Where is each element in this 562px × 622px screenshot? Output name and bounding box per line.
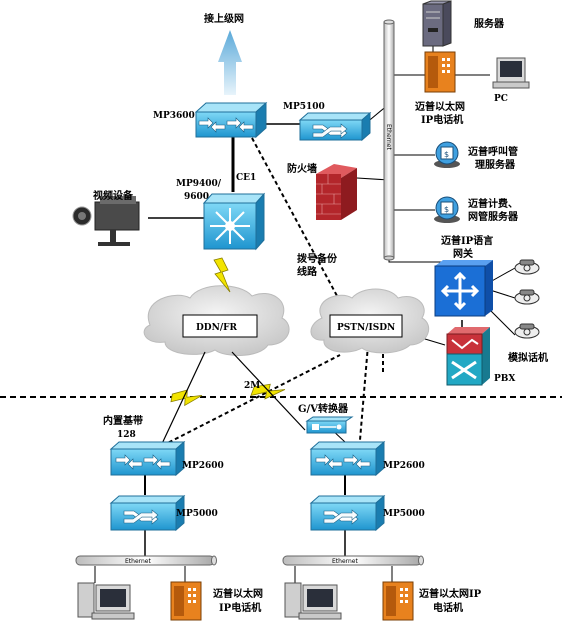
pstn-isdn-label: PSTN/ISDN bbox=[337, 323, 395, 333]
ip-phone-top-label-1: 迈普以太网 bbox=[415, 100, 465, 113]
mp5000-left-label: MP5000 bbox=[176, 509, 218, 519]
mp2600-left-router[interactable] bbox=[109, 440, 186, 477]
ip-phone-br-label-2: 电话机 bbox=[433, 601, 463, 614]
mp5000-right-switch[interactable] bbox=[309, 494, 386, 532]
dialup-backup-lines bbox=[149, 137, 384, 453]
ethernet-backbone-label: Ethernet bbox=[385, 124, 392, 150]
svg-text:$: $ bbox=[444, 205, 449, 214]
leased-line-label-2: 128 bbox=[117, 430, 136, 440]
billing-server-icon: $ bbox=[434, 196, 460, 223]
analog-phone-icon bbox=[514, 259, 540, 339]
leased-line-label-1: 内置基带 bbox=[103, 414, 143, 427]
ce1-label: CE1 bbox=[236, 173, 256, 183]
ip-phone-br-label-1: 迈普以太网IP bbox=[419, 587, 482, 600]
ethernet-left-label: Ethernet bbox=[125, 558, 151, 565]
ip-phone-bl-label-2: IP电话机 bbox=[219, 601, 261, 614]
ip-phone-top-label-2: IP电话机 bbox=[421, 113, 463, 126]
gw-phone1-link bbox=[489, 267, 516, 283]
ethernet-right: Ethernet bbox=[282, 555, 424, 566]
mp9400-label-1: MP9400/ bbox=[176, 179, 222, 189]
pbx-label: PBX bbox=[494, 374, 515, 384]
billing-label-1: 迈普计费、 bbox=[468, 197, 518, 210]
mp9400-switch[interactable] bbox=[202, 192, 266, 251]
call-mgmt-label-2: 理服务器 bbox=[475, 158, 516, 171]
uplink-label: 接上级网 bbox=[204, 12, 244, 25]
ddn-fr-cloud[interactable] bbox=[143, 285, 290, 356]
pstn-isdn-cloud[interactable] bbox=[310, 288, 430, 354]
gw-phone2-link bbox=[489, 289, 516, 299]
ethernet-backbone: Ethernet bbox=[383, 19, 395, 261]
mp2600-right-router[interactable] bbox=[309, 440, 386, 477]
mp5000-left-switch[interactable] bbox=[109, 494, 186, 532]
converter-icon[interactable] bbox=[305, 416, 354, 434]
server-icon bbox=[422, 0, 452, 47]
video-device-label: 视频设备 bbox=[93, 189, 134, 202]
voice-gw-label-2: 网关 bbox=[453, 247, 473, 260]
mp5100-label: MP5100 bbox=[283, 102, 325, 112]
ddn-left-link bbox=[159, 351, 206, 449]
ethernet-right-label: Ethernet bbox=[332, 558, 358, 565]
server-label: 服务器 bbox=[474, 17, 505, 30]
pc-label: PC bbox=[494, 94, 508, 104]
mp3600-router[interactable] bbox=[194, 101, 268, 139]
mp3600-label: MP3600 bbox=[153, 111, 195, 121]
rate-2m-label: 2M bbox=[244, 381, 260, 391]
ddn-right-link bbox=[231, 351, 306, 431]
gv-converter-label: G/V转换器 bbox=[298, 402, 349, 415]
ip-phone-icon bbox=[382, 581, 414, 621]
ip-phone-bl-label-1: 迈普以太网 bbox=[213, 587, 263, 600]
mp5100-router[interactable] bbox=[298, 111, 372, 142]
ddn-fr-label: DDN/FR bbox=[196, 323, 238, 333]
mp5000-right-label: MP5000 bbox=[383, 509, 425, 519]
voice-gw-label-1: 迈普IP语言 bbox=[441, 234, 493, 247]
voice-gateway[interactable] bbox=[434, 260, 493, 317]
ip-phone-icon bbox=[424, 51, 456, 93]
pc-icon bbox=[77, 582, 135, 620]
pbx-icon[interactable] bbox=[446, 327, 490, 386]
ip-phone-icon bbox=[170, 581, 202, 621]
mp2600-left-label: MP2600 bbox=[182, 461, 224, 471]
firewall-label: 防火墙 bbox=[287, 162, 317, 175]
uplink-arrow-icon bbox=[218, 30, 242, 95]
pc-icon bbox=[284, 582, 342, 620]
pc-icon bbox=[492, 57, 530, 89]
ethernet-left: Ethernet bbox=[75, 555, 217, 566]
call-manager-icon: $ bbox=[434, 141, 460, 168]
mp2600-right-label: MP2600 bbox=[383, 461, 425, 471]
firewall-icon bbox=[316, 164, 357, 220]
analog-phone-label: 模拟话机 bbox=[508, 351, 548, 364]
lightning-icon bbox=[170, 257, 286, 407]
mp9400-label-2: 9600 bbox=[184, 192, 209, 202]
video-camera-icon bbox=[72, 196, 140, 246]
svg-text:$: $ bbox=[444, 150, 449, 159]
connection-lines bbox=[94, 45, 516, 583]
billing-label-2: 网管服务器 bbox=[468, 210, 519, 223]
gateway-icon bbox=[440, 271, 480, 311]
call-mgmt-label-1: 迈普呼叫管 bbox=[468, 145, 518, 158]
dialup-backup-label-2: 线路 bbox=[297, 265, 318, 278]
dialup-backup-label-1: 拨号备份 bbox=[297, 252, 338, 265]
